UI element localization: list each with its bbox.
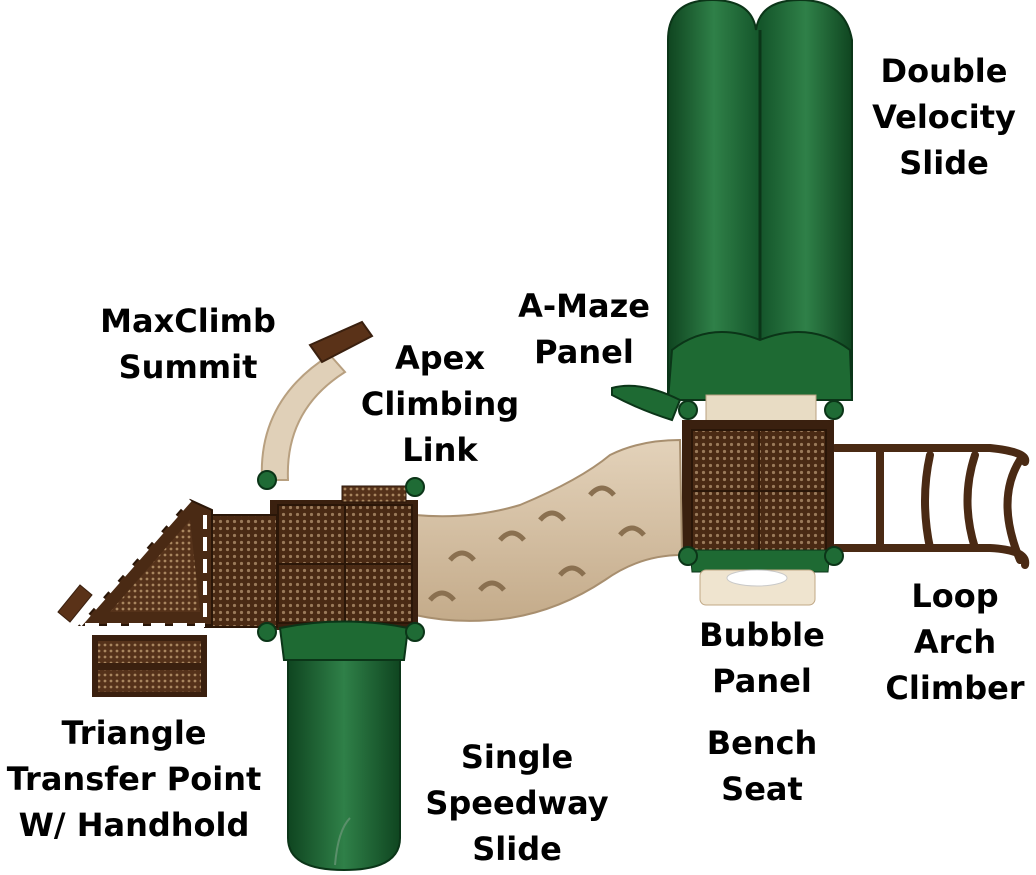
post-caps	[257, 400, 844, 642]
right-deck	[682, 420, 834, 560]
label-loop-arch-climber: Loop Arch Climber	[885, 577, 1025, 707]
double-velocity-slide-shape	[666, 0, 854, 431]
label-bubble-panel: Bubble Panel	[699, 616, 825, 700]
label-single-speedway-slide: Single Speedway Slide	[425, 738, 609, 868]
label-double-velocity-slide: Double Velocity Slide	[872, 52, 1016, 182]
a-maze-panel-shape	[611, 384, 682, 422]
left-deck	[270, 485, 418, 630]
apex-climbing-link-shape	[414, 438, 684, 622]
label-a-maze-panel: A-Maze Panel	[518, 287, 650, 371]
label-apex-climbing-link: Apex Climbing Link	[360, 339, 520, 469]
label-maxclimb-summit: MaxClimb Summit	[100, 302, 276, 386]
maxclimb-summit-shape	[260, 320, 374, 481]
bubble-panel-shape	[689, 549, 831, 606]
single-speedway-slide-shape	[278, 620, 410, 872]
label-triangle-transfer-point: Triangle Transfer Point W/ Handhold	[6, 714, 262, 844]
label-bench-seat: Bench Seat	[706, 724, 818, 808]
loop-arch-climber-shape	[831, 444, 1030, 569]
triangle-transfer-shape	[57, 498, 278, 697]
